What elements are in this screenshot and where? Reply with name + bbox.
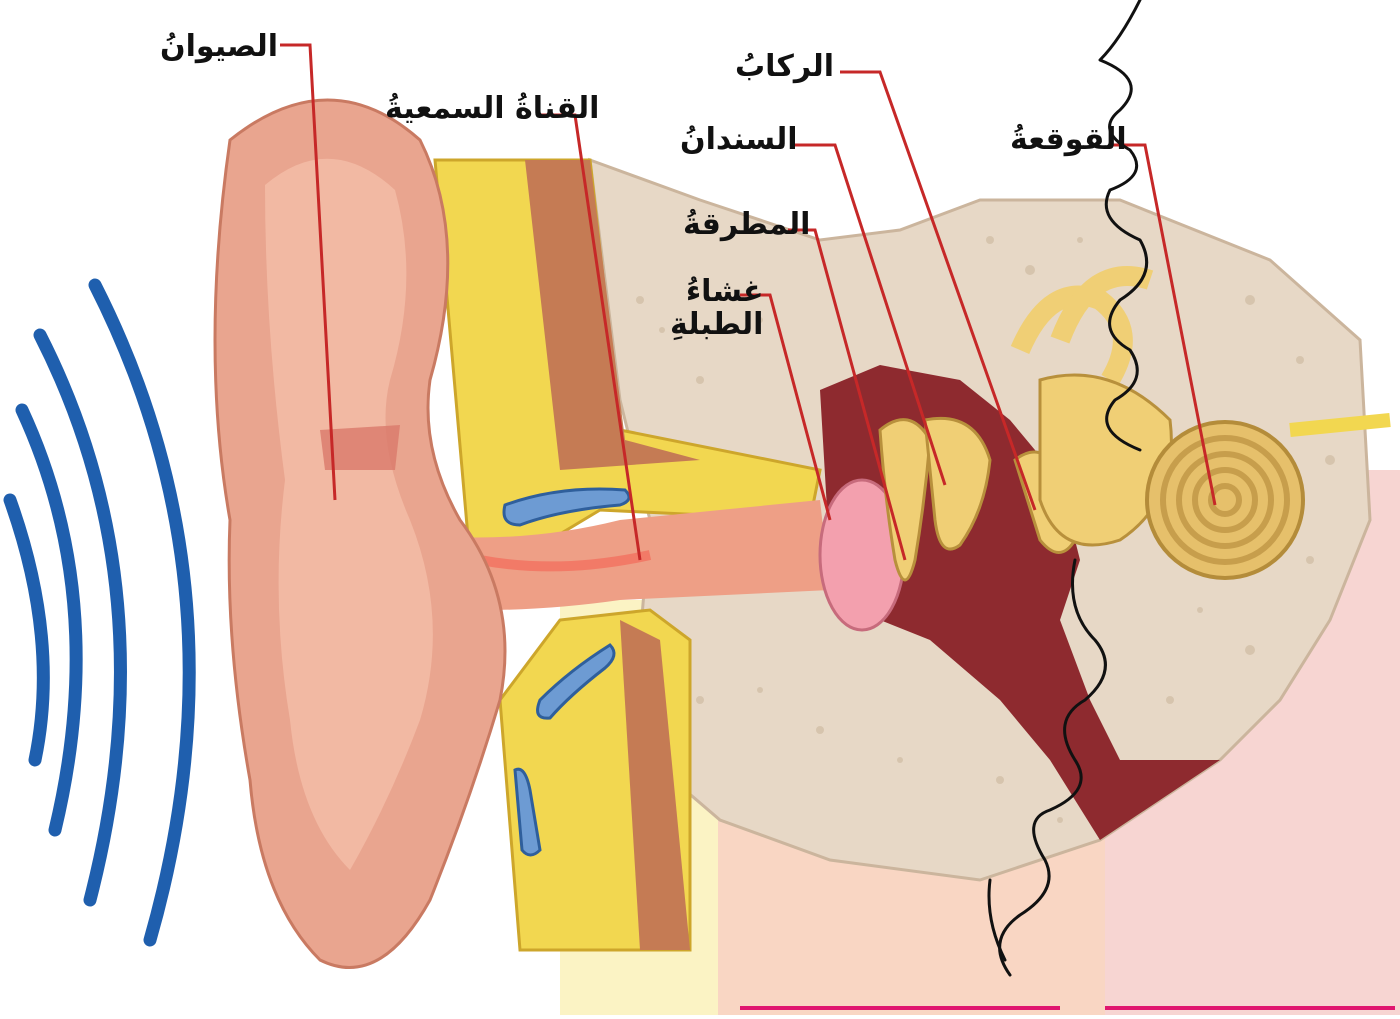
auditory-nerve [1290,420,1390,430]
label-eardrum: غشاءُ الطبلةِ [670,275,763,341]
label-malleus: المطرقةُ [683,208,810,241]
label-ear-canal: القناةُ السمعيةُ [385,92,599,125]
label-eardrum-line2: الطبلةِ [670,308,763,341]
label-pinna: الصيوانُ [160,30,278,63]
label-incus: السندانُ [680,123,798,156]
cochlea [1147,422,1303,578]
label-eardrum-line1: غشاءُ [670,275,763,308]
label-stapes: الركابُ [735,50,834,83]
label-cochlea: القوقعةُ [1010,123,1127,156]
